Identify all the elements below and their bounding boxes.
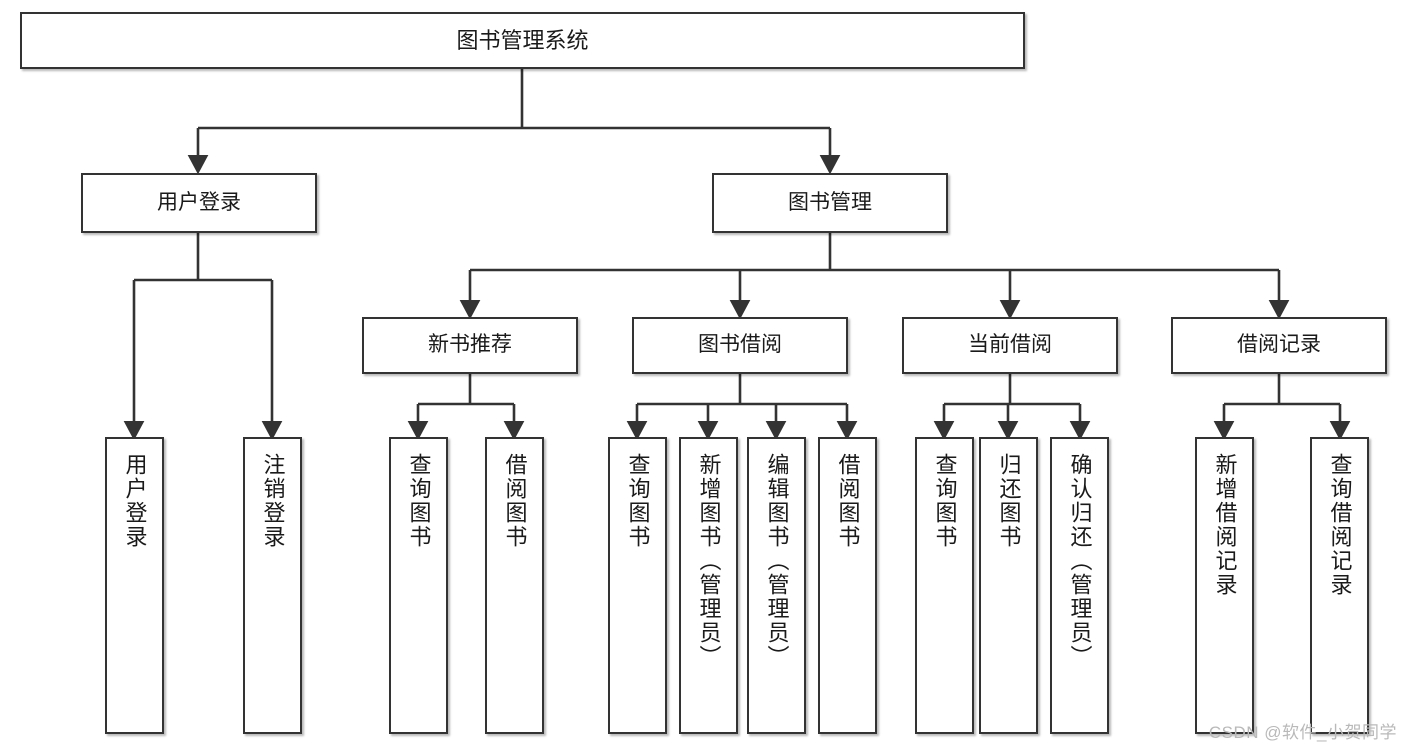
node-new-book-recommend[interactable]: 新书推荐 (362, 317, 578, 374)
node-leaf-add-record[interactable]: 新增借阅记录 (1195, 437, 1254, 734)
node-label: 查询图书 (932, 453, 958, 549)
node-leaf-query-book-3[interactable]: 查询图书 (915, 437, 974, 734)
node-leaf-edit-book[interactable]: 编辑图书（管理员） (747, 437, 806, 734)
node-leaf-borrow-book-1[interactable]: 借阅图书 (485, 437, 544, 734)
node-root-book-management-system[interactable]: 图书管理系统 (20, 12, 1025, 69)
node-current-borrow[interactable]: 当前借阅 (902, 317, 1118, 374)
node-leaf-user-login[interactable]: 用户登录 (105, 437, 164, 734)
node-leaf-query-book-1[interactable]: 查询图书 (389, 437, 448, 734)
node-label: 注销登录 (260, 453, 286, 549)
node-book-management[interactable]: 图书管理 (712, 173, 948, 233)
node-label: 新增借阅记录 (1212, 453, 1238, 597)
node-label: 查询图书 (406, 453, 432, 549)
node-label: 图书管理 (788, 190, 872, 214)
watermark-text: CSDN @软件_小贺同学 (1208, 723, 1397, 742)
node-label: 借阅图书 (835, 453, 861, 549)
node-book-borrow[interactable]: 图书借阅 (632, 317, 848, 374)
node-label: 图书借阅 (698, 333, 782, 357)
node-leaf-return-book[interactable]: 归还图书 (979, 437, 1038, 734)
node-leaf-confirm-return[interactable]: 确认归还（管理员） (1050, 437, 1109, 734)
node-borrow-record[interactable]: 借阅记录 (1171, 317, 1387, 374)
node-label: 新书推荐 (428, 333, 512, 357)
node-label: 用户登录 (122, 453, 148, 549)
node-leaf-query-book-2[interactable]: 查询图书 (608, 437, 667, 734)
node-label: 图书管理系统 (456, 27, 589, 53)
node-label: 确认归还（管理员） (1067, 453, 1093, 669)
node-label: 编辑图书（管理员） (764, 453, 790, 669)
node-leaf-add-book[interactable]: 新增图书（管理员） (679, 437, 738, 734)
node-leaf-borrow-book-2[interactable]: 借阅图书 (818, 437, 877, 734)
node-label: 查询借阅记录 (1327, 453, 1353, 597)
node-label: 新增图书（管理员） (696, 453, 722, 669)
node-label: 借阅图书 (502, 453, 528, 549)
node-label: 借阅记录 (1237, 333, 1321, 357)
node-leaf-logout[interactable]: 注销登录 (243, 437, 302, 734)
node-leaf-query-record[interactable]: 查询借阅记录 (1310, 437, 1369, 734)
node-label: 归还图书 (996, 453, 1022, 549)
node-label: 当前借阅 (968, 333, 1052, 357)
node-label: 用户登录 (157, 190, 241, 214)
node-user-login[interactable]: 用户登录 (81, 173, 317, 233)
node-label: 查询图书 (625, 453, 651, 549)
